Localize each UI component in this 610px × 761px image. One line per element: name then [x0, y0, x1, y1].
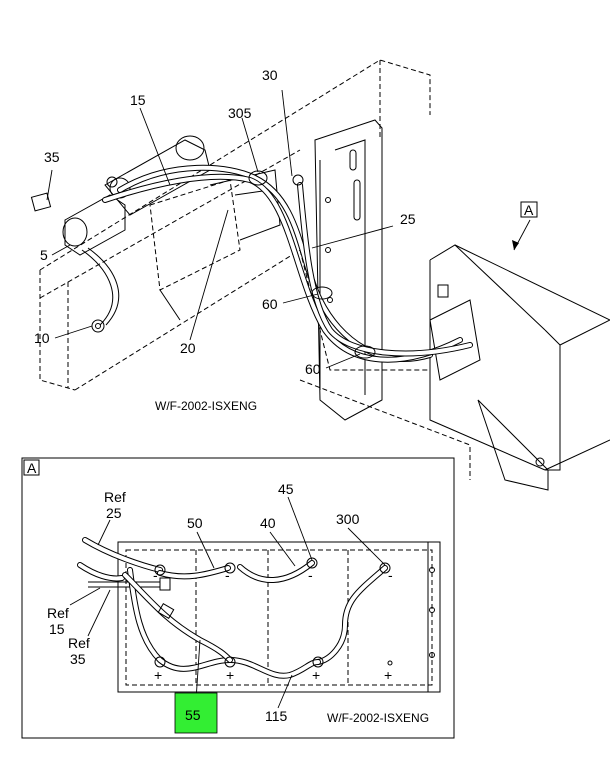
callout-45: 45: [278, 481, 294, 497]
plus-sign-2: +: [226, 667, 234, 683]
detail-figure-caption: W/F-2002-ISXENG: [327, 711, 429, 725]
detail-a-view: A: [21, 457, 455, 739]
minus-sign-4: -: [388, 567, 393, 583]
detail-view-label: A: [27, 460, 37, 476]
callout-25: 25: [400, 211, 416, 227]
view-a-marker: A: [520, 201, 538, 218]
frame-rail: [39, 59, 471, 480]
crossmember: [314, 119, 383, 421]
ref-35-word: Ref: [68, 635, 90, 651]
battery-box: [429, 244, 610, 491]
detail-frame: [21, 457, 455, 739]
callout-35: 35: [44, 149, 60, 165]
plus-sign-4: +: [384, 667, 392, 683]
highlight-box[interactable]: [174, 692, 218, 734]
minus-sign-3: -: [308, 567, 313, 583]
callout-30: 30: [262, 67, 278, 83]
terminal-signs: - - - - + + + +: [153, 567, 393, 683]
callout-60-lower: 60: [305, 361, 321, 377]
callout-5: 5: [40, 247, 48, 263]
upper-assembly-view: 35 15 305 30 5 10 20 25 60 60 A W/F-2002…: [30, 59, 610, 491]
view-a-marker-label: A: [524, 202, 534, 218]
highlight-label[interactable]: 55: [185, 707, 201, 723]
callout-305: 305: [228, 105, 252, 121]
ref-labels: Ref 25 Ref 15 Ref 35: [47, 489, 126, 667]
callout-20: 20: [180, 340, 196, 356]
battery-tray: [117, 541, 441, 693]
detail-leaders: [69, 496, 386, 709]
callout-300: 300: [336, 511, 360, 527]
callout-10: 10: [34, 330, 50, 346]
plus-sign-3: +: [312, 667, 320, 683]
plus-sign-1: +: [154, 667, 162, 683]
minus-sign-2: -: [225, 567, 230, 583]
highlight-part-55[interactable]: 55: [174, 692, 218, 734]
detail-callouts: 50 40 45 300 115: [187, 481, 360, 724]
callout-15: 15: [130, 92, 146, 108]
starter-motor: [30, 135, 211, 256]
ref-35-num: 35: [70, 651, 86, 667]
battery-cables: [81, 164, 473, 363]
upper-figure-caption: W/F-2002-ISXENG: [155, 399, 257, 413]
callout-40: 40: [260, 515, 276, 531]
callout-50: 50: [187, 515, 203, 531]
upper-leaders: [46, 89, 531, 369]
ref-15-word: Ref: [47, 605, 69, 621]
ref-15-num: 15: [49, 621, 65, 637]
minus-sign-1: -: [153, 567, 158, 583]
callout-60-upper: 60: [262, 296, 278, 312]
upper-callouts: 35 15 305 30 5 10 20 25 60 60: [34, 67, 416, 377]
ref-25-word: Ref: [104, 489, 126, 505]
detail-cables: [77, 537, 391, 679]
ref-25-num: 25: [106, 505, 122, 521]
callout-115: 115: [265, 708, 288, 724]
